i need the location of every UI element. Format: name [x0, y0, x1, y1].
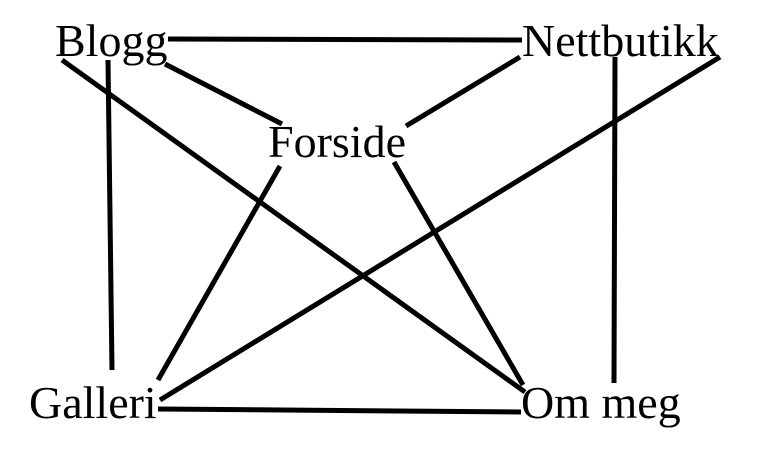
edge-nettbutikk-galleri [158, 54, 722, 403]
node-galleri: Galleri [29, 377, 157, 428]
edge-nettbutikk-om-meg [611, 56, 618, 384]
edge-blogg-galleri [105, 59, 115, 371]
edge-blogg-om-meg [60, 57, 527, 395]
node-forside: Forside [268, 116, 406, 167]
node-blogg: Blogg [55, 15, 167, 66]
node-nettbutikk: Nettbutikk [522, 15, 719, 66]
edge-forside-galleri [155, 164, 283, 382]
edge-nettbutikk-forside [404, 54, 522, 129]
edge-forside-om-meg [391, 160, 526, 387]
node-om-meg: Om meg [521, 377, 681, 428]
edge-blogg-forside [163, 61, 284, 127]
edge-blogg-nettbutikk [167, 36, 523, 43]
edge-galleri-om-meg [157, 406, 522, 415]
